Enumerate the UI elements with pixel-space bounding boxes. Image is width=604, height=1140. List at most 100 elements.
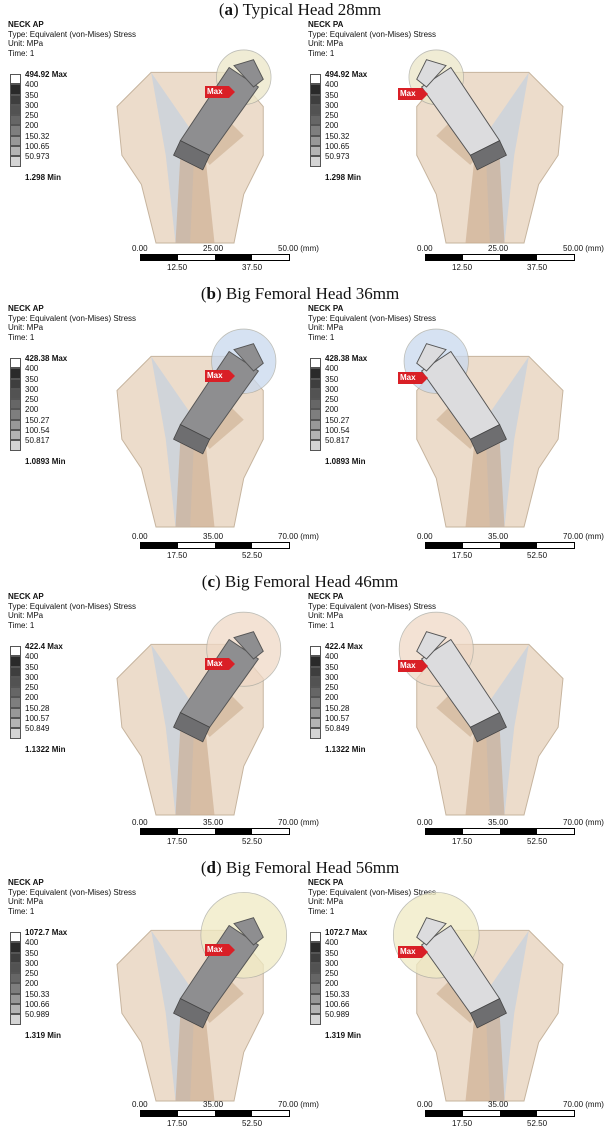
section-letter-text: a <box>224 0 234 19</box>
legend-row: 200 <box>10 693 100 708</box>
result-unit: Unit: MPa <box>308 897 344 906</box>
legend-row: 150.32 <box>10 132 100 147</box>
legend-label: 150.32 <box>25 131 50 141</box>
legend-row: 300 <box>310 385 400 400</box>
femur-implant-illustration <box>95 611 295 816</box>
result-time: Time: 1 <box>8 906 35 916</box>
legend-label: 150.28 <box>25 703 50 713</box>
legend-swatch <box>310 94 321 105</box>
scale-label-bottom: 52.50 <box>527 837 548 846</box>
legend-row: 50.817 <box>10 436 100 451</box>
legend-swatch <box>10 973 21 984</box>
legend-row: 300 <box>310 673 400 688</box>
legend-swatch <box>10 399 21 410</box>
result-name: NECK AP <box>8 20 44 29</box>
scale-label-bottom: 12.50 <box>167 263 188 272</box>
legend-swatch <box>310 656 321 667</box>
legend-swatch <box>310 358 321 369</box>
legend-swatch <box>310 74 321 85</box>
legend-swatch <box>10 104 21 116</box>
scale-label-bottom: 52.50 <box>527 551 548 560</box>
legend-label: 50.973 <box>25 152 50 162</box>
scale-label-top: 0.00 <box>132 818 148 827</box>
scale-label-top: 25.00 <box>203 244 224 253</box>
scale-segment <box>252 543 289 548</box>
result-type: Type: Equivalent (von-Mises) Stress <box>8 29 137 39</box>
max-marker: Max <box>205 370 235 382</box>
legend-row: 250 <box>310 969 400 984</box>
legend-row: 494.92 Max <box>310 70 400 85</box>
section-heading: (a) Typical Head 28mm <box>0 0 600 20</box>
scale-segment <box>141 543 178 548</box>
legend-label: 400 <box>325 652 339 662</box>
legend-swatch <box>10 135 21 147</box>
scale-label-top: 70.00 (mm) <box>278 1100 319 1109</box>
legend-row: 400 <box>310 364 400 379</box>
max-marker: Max <box>205 86 235 98</box>
legend-label: 150.27 <box>325 415 350 425</box>
legend-row: 428.38 Max <box>10 354 100 369</box>
legend-label: 350 <box>25 90 39 100</box>
legend-label: 1.1322 Min <box>25 744 66 754</box>
result-unit: Unit: MPa <box>8 323 44 332</box>
result-name: NECK PA <box>308 20 344 29</box>
max-marker: Max <box>205 944 235 956</box>
legend-swatch <box>10 378 21 389</box>
scale-bar-graphic <box>425 542 575 549</box>
legend-row: 400 <box>310 938 400 953</box>
legend-label: 150.27 <box>25 415 50 425</box>
legend-swatch <box>10 942 21 953</box>
legend-swatch <box>10 962 21 974</box>
legend-row: 250 <box>10 969 100 984</box>
legend-label: 300 <box>325 384 339 394</box>
result-name: NECK AP <box>8 592 44 601</box>
scale-bar-graphic <box>140 542 290 549</box>
section-letter-text: c <box>207 572 215 591</box>
femur-implant-illustration <box>385 891 585 1102</box>
result-name: NECK AP <box>8 304 44 313</box>
legend-swatch <box>310 378 321 389</box>
result-unit: Unit: MPa <box>308 39 344 48</box>
legend-row: 350 <box>10 91 100 105</box>
scale-bar-graphic <box>425 1110 575 1117</box>
scale-segment <box>426 829 463 834</box>
section-letter: (d) <box>200 858 226 877</box>
legend-label: 350 <box>25 374 39 384</box>
scale-label-bottom: 37.50 <box>242 263 263 272</box>
legend-swatch <box>310 156 321 167</box>
scale-segment <box>215 829 252 834</box>
result-unit: Unit: MPa <box>8 611 44 620</box>
result-time: Time: 1 <box>8 332 35 342</box>
legend-label: 250 <box>25 683 39 693</box>
scale-segment <box>426 255 463 260</box>
legend-label: 200 <box>325 121 339 131</box>
legend-row: 250 <box>310 111 400 126</box>
femur-implant-illustration <box>385 328 585 528</box>
femur-implant-illustration <box>95 48 295 244</box>
legend-label: 1.1322 Min <box>325 744 366 754</box>
legend-label: 300 <box>25 100 39 110</box>
legend-swatch <box>310 687 321 698</box>
legend-row: 422.4 Max <box>310 642 400 657</box>
result-type: Type: Equivalent (von-Mises) Stress <box>8 313 137 323</box>
result-name: NECK AP <box>8 878 44 887</box>
legend-swatch <box>10 656 21 667</box>
legend-swatch <box>10 707 21 719</box>
legend-label: 100.54 <box>325 426 350 436</box>
legend-swatch <box>10 1004 21 1015</box>
legend-label: 1.0893 Min <box>25 456 66 466</box>
legend-row: 50.973 <box>10 152 100 167</box>
scale-segment <box>500 543 537 548</box>
result-type: Type: Equivalent (von-Mises) Stress <box>308 601 437 611</box>
legend-label: 400 <box>25 652 39 662</box>
legend-swatch <box>310 430 321 441</box>
